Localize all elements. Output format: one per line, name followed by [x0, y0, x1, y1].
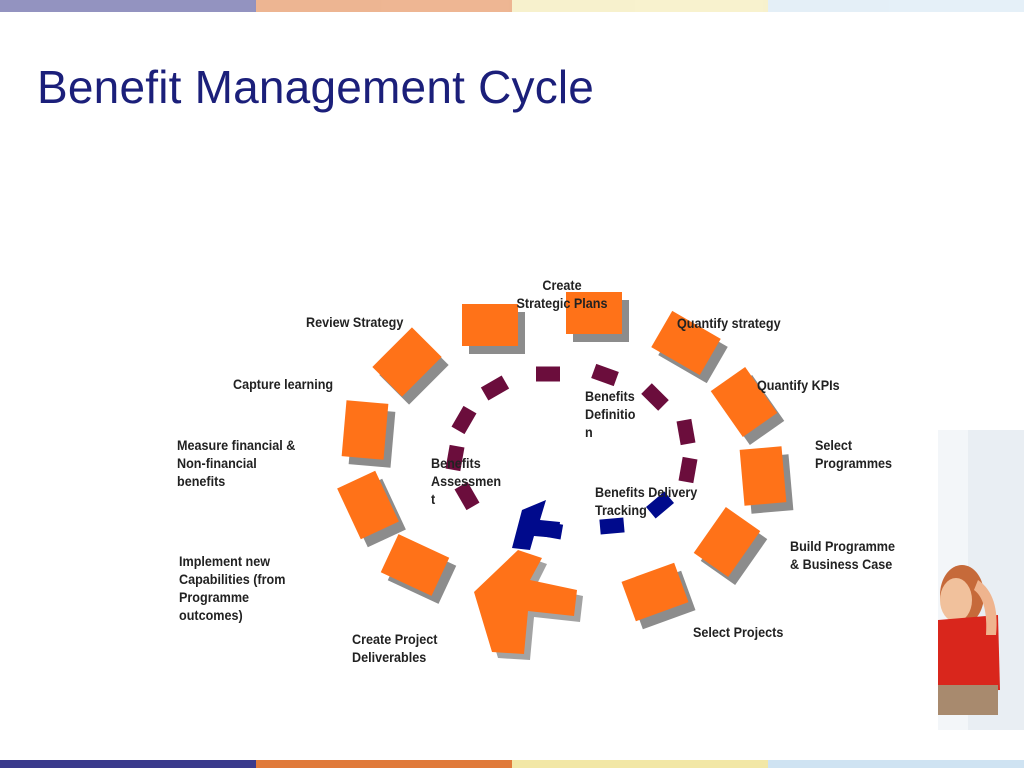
woman-photo — [938, 430, 1024, 730]
outer-block — [621, 562, 689, 622]
tracking-block — [599, 517, 625, 535]
slide-title: Benefit Management Cycle — [37, 61, 595, 113]
outer-block — [372, 327, 442, 397]
label-create-project-deliverables: Create Project Deliverables — [352, 631, 438, 665]
outer-block — [566, 292, 622, 334]
top-decor-bar — [0, 0, 1024, 12]
return-arrow — [474, 550, 583, 660]
outer-block — [710, 367, 778, 437]
inner-block — [676, 418, 696, 446]
label-measure-benefits: Measure financial & Non-financial benefi… — [177, 437, 296, 489]
label-benefits-assessment: Benefits Assessmen t — [431, 455, 502, 507]
outer-block — [380, 534, 450, 596]
inner-block-ring — [445, 363, 698, 511]
label-benefits-delivery-tracking: Benefits Delivery Tracking — [595, 484, 698, 518]
label-select-programmes: Select Programmes — [815, 437, 893, 471]
inner-block — [480, 375, 510, 401]
inner-block — [445, 444, 465, 472]
outer-block — [337, 470, 399, 540]
label-implement-capabilities: Implement new Capabilities (from Program… — [179, 553, 286, 623]
outer-block-ring — [337, 292, 787, 622]
outer-block — [651, 310, 721, 376]
tracking-block-ring — [512, 491, 675, 550]
tracking-block — [645, 491, 675, 519]
bottom-decor-bar — [0, 760, 1024, 768]
label-benefits-definition: Benefits Definitio n — [585, 388, 636, 440]
label-review-strategy: Review Strategy — [306, 314, 404, 330]
label-build-programme: Build Programme & Business Case — [790, 538, 896, 572]
label-select-projects: Select Projects — [693, 624, 784, 640]
label-create-strategic-plans: Create Strategic Plans — [516, 277, 608, 311]
outer-block — [341, 400, 389, 460]
inner-block — [451, 405, 477, 435]
inner-block — [454, 481, 480, 511]
label-quantify-strategy: Quantify strategy — [677, 315, 781, 331]
outer-block — [693, 507, 761, 577]
outer-block — [739, 446, 787, 506]
inner-block — [641, 383, 669, 411]
outer-block — [462, 304, 518, 346]
inner-block — [678, 456, 698, 484]
tracking-chevron — [512, 500, 560, 550]
inner-block — [591, 363, 619, 387]
inner-block — [536, 366, 560, 382]
label-capture-learning: Capture learning — [233, 376, 334, 392]
label-quantify-kpis: Quantify KPIs — [757, 377, 840, 393]
